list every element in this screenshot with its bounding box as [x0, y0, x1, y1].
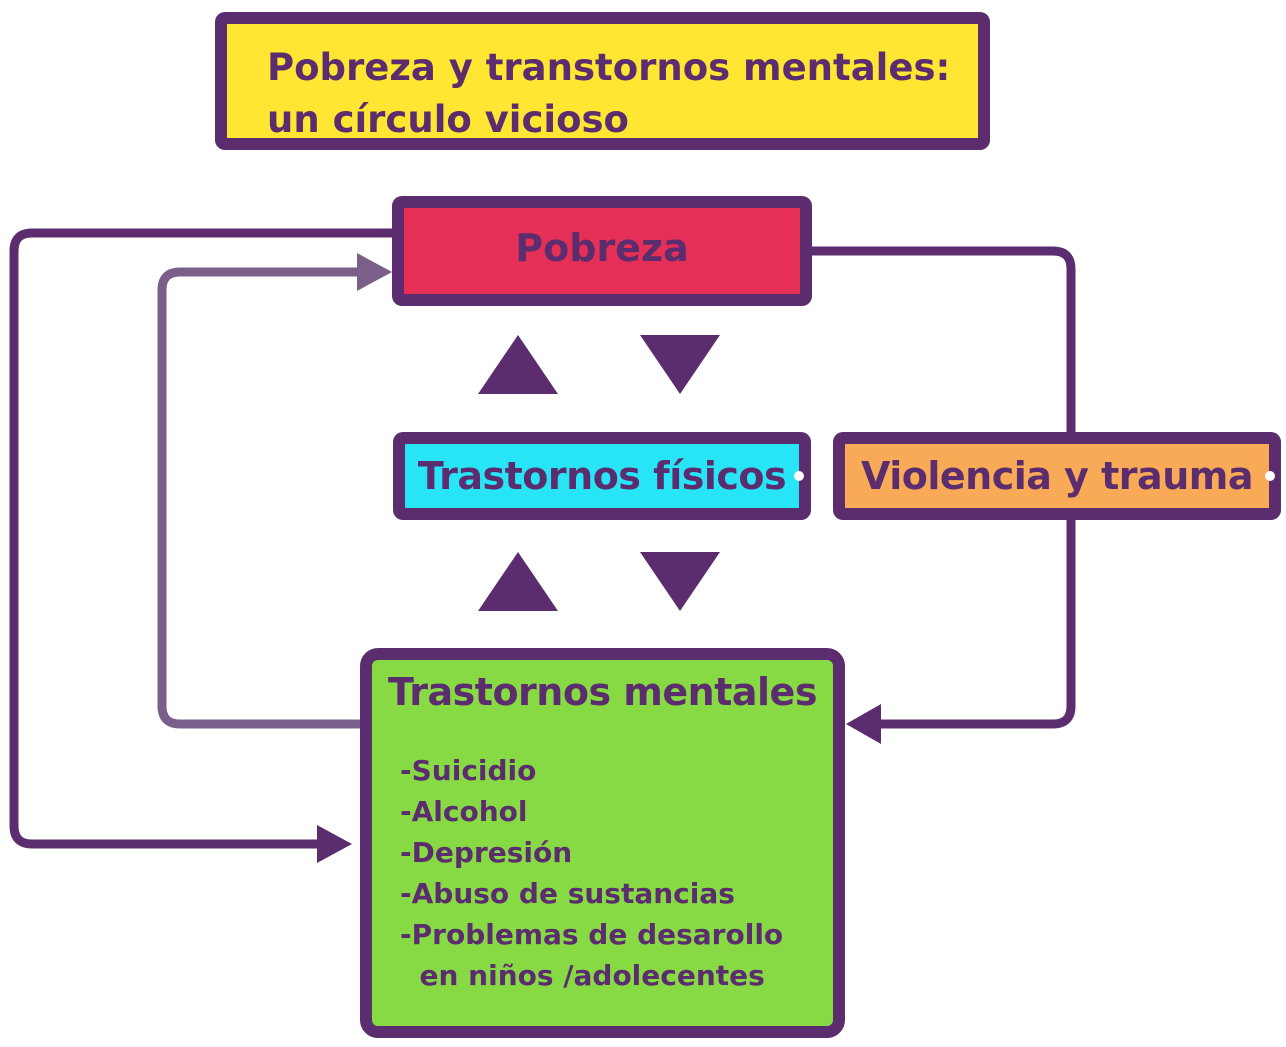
triangle-up-icon — [478, 552, 558, 611]
node-violencia-trauma: Violencia y trauma — [833, 432, 1281, 520]
list-item: en niños /adolecentes — [400, 959, 765, 992]
title-line-2: un círculo vicioso — [267, 98, 629, 141]
diagram-title: Pobreza y transtornos mentales: un círcu… — [215, 12, 990, 150]
list-item: -Problemas de desarollo — [400, 918, 784, 951]
list-item: -Depresión — [400, 836, 573, 869]
node-violencia-trauma-label: Violencia y trauma — [861, 454, 1254, 498]
title-line-1: Pobreza y transtornos mentales: — [267, 46, 951, 89]
arrowhead-into-mentales-right — [846, 704, 881, 744]
connector-dot — [1265, 471, 1275, 481]
triangle-up-icon — [478, 335, 558, 394]
list-item: -Suicidio — [400, 754, 537, 787]
node-trastornos-mentales: Trastornos mentales -Suicidio -Alcohol -… — [360, 648, 845, 1038]
connector-violencia-to-mentales — [878, 516, 1076, 729]
connector-pobreza-to-violencia — [810, 246, 1076, 436]
node-pobreza: Pobreza — [392, 196, 812, 306]
triangle-down-icon — [640, 335, 720, 394]
connector-dot — [794, 471, 804, 481]
node-trastornos-fisicos-label: Trastornos físicos — [417, 454, 787, 498]
list-item: -Alcohol — [400, 795, 528, 828]
node-pobreza-label: Pobreza — [515, 226, 689, 270]
list-item: -Abuso de sustancias — [400, 877, 735, 910]
arrowhead-into-mentales-left — [317, 825, 352, 863]
node-trastornos-fisicos: Trastornos físicos — [393, 432, 811, 520]
connector-pobreza-to-mentales — [9, 228, 395, 849]
arrowhead-into-pobreza — [357, 253, 392, 291]
node-trastornos-mentales-label: Trastornos mentales — [388, 670, 817, 714]
connector-mentales-to-pobreza — [157, 267, 362, 729]
triangle-down-icon — [640, 552, 720, 611]
mentales-list: -Suicidio -Alcohol -Depresión -Abuso de … — [400, 750, 783, 996]
